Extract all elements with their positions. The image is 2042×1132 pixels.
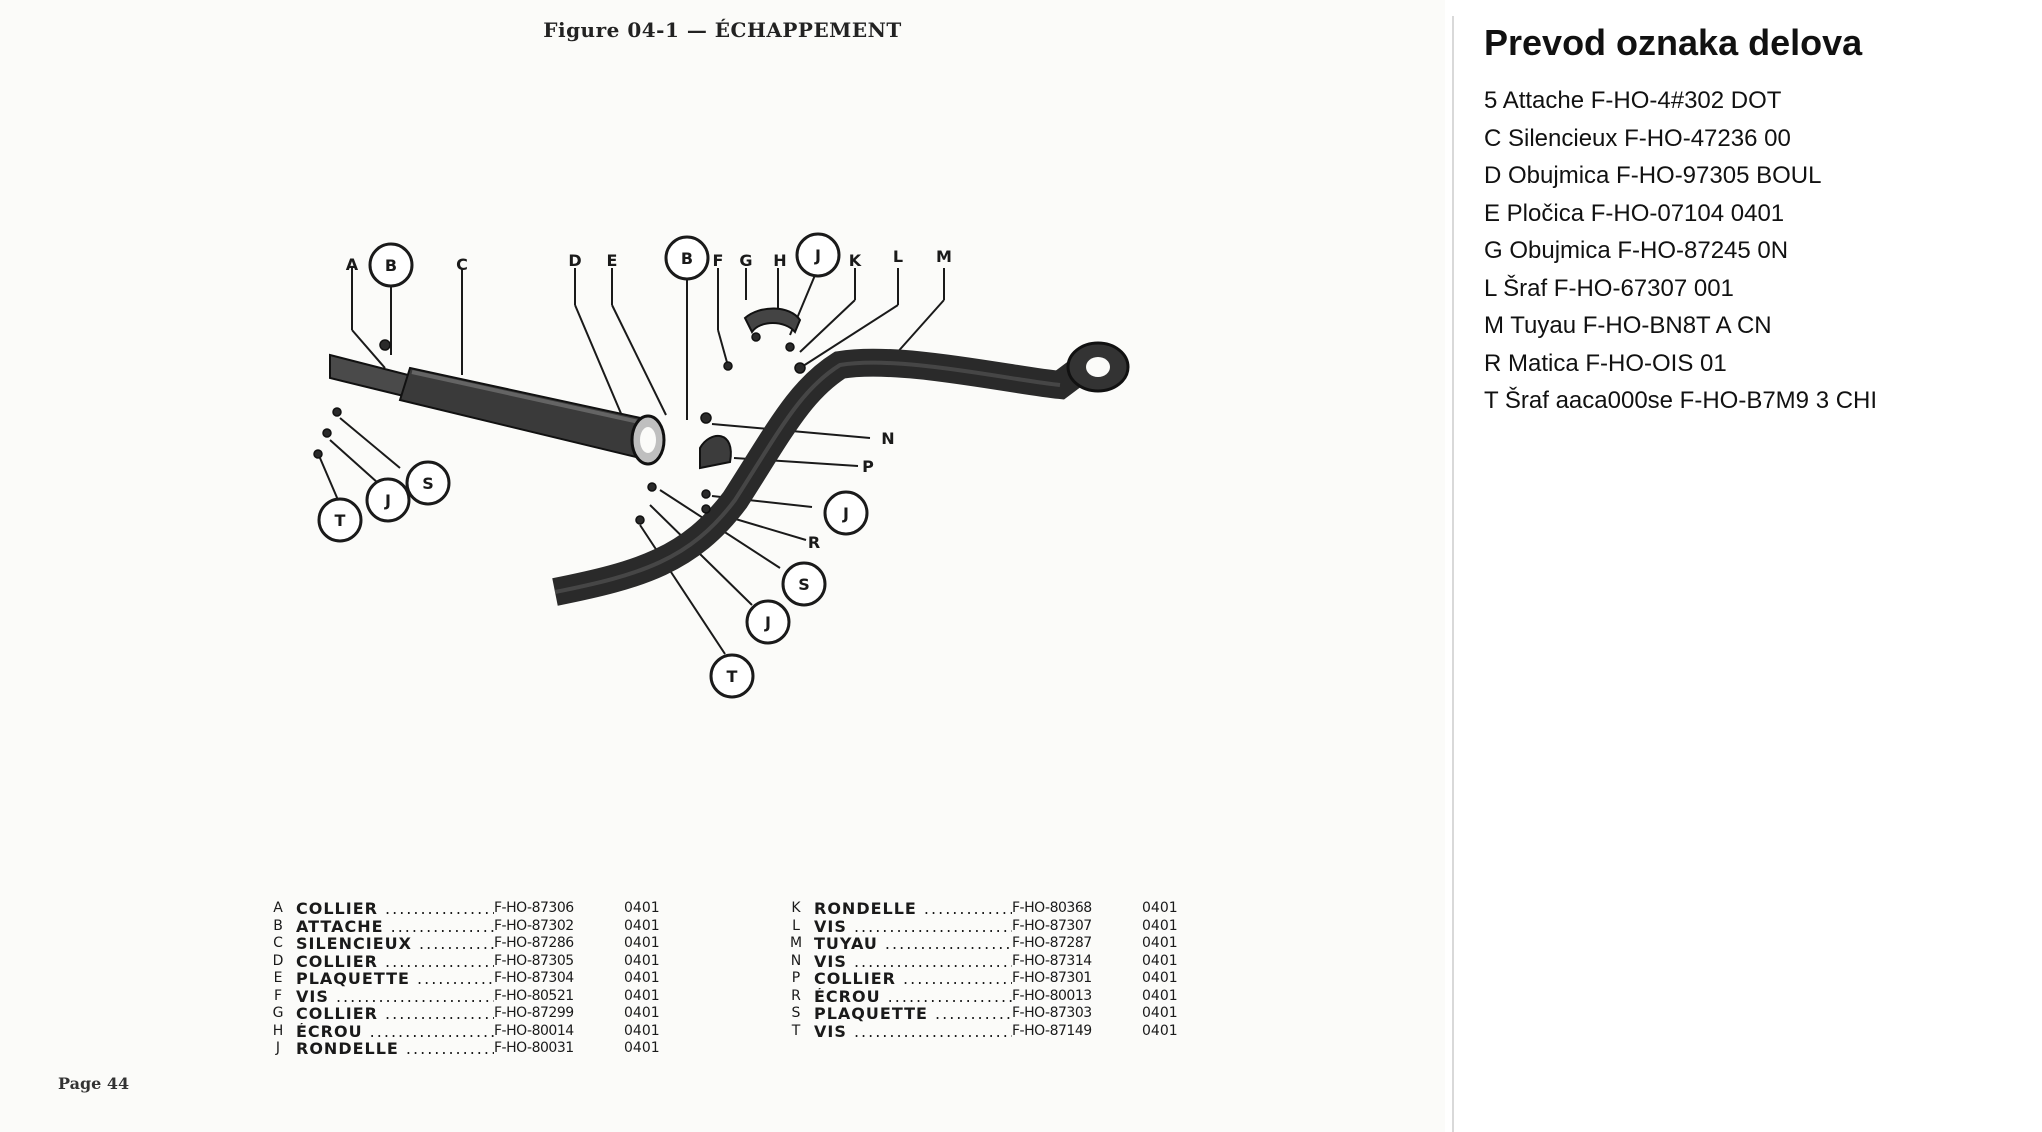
callout-s-right: S	[781, 561, 827, 607]
page-number: Page 44	[58, 1074, 130, 1093]
callout-s-left: S	[405, 460, 451, 506]
figure-title: Figure 04-1 — ÉCHAPPEMENT	[543, 18, 902, 42]
callout-b-left: B	[368, 242, 414, 288]
callout-t-left: T	[317, 497, 363, 543]
label-e: E	[607, 251, 618, 270]
label-n: N	[881, 429, 894, 448]
svg-text:B: B	[385, 256, 397, 275]
list-item: 5 Attache F-HO-4#302 DOT	[1484, 87, 1782, 114]
label-l: L	[893, 247, 903, 266]
scanned-catalog-page: Figure 04-1 — ÉCHAPPEMENT	[0, 0, 1445, 1132]
list-item: E Pločica F-HO-07104 0401	[1484, 199, 1785, 227]
label-d: D	[568, 251, 581, 270]
svg-text:S: S	[798, 575, 810, 594]
svg-text:J: J	[764, 613, 771, 632]
label-k: K	[849, 251, 862, 270]
list-item: G Obujmica F-HO-87245 0N	[1484, 237, 1789, 264]
translation-title: Prevod oznaka delova	[1484, 22, 1863, 63]
svg-text:S: S	[422, 474, 434, 493]
list-item: D Obujmica F-HO-97305 BOUL	[1484, 162, 1822, 189]
callout-j-top: J	[795, 232, 841, 278]
list-item: R Matica F-HO-OIS 01	[1484, 349, 1727, 377]
svg-text:B: B	[681, 249, 693, 268]
svg-text:J: J	[384, 491, 391, 510]
exhaust-flange	[1066, 341, 1130, 393]
callout-j-right: J	[823, 490, 869, 536]
label-m: M	[936, 247, 952, 266]
list-item: M Tuyau F-HO-BN8T A CN	[1484, 312, 1772, 339]
svg-text:J: J	[842, 504, 849, 523]
translation-panel: Prevod oznaka delova 5 Attache F-HO-4#30…	[1484, 22, 2024, 420]
label-p: P	[862, 457, 874, 476]
translation-list: 5 Attache F-HO-4#302 DOT C Silencieux F-…	[1484, 82, 2024, 420]
muffler	[329, 353, 666, 466]
svg-text:T: T	[335, 511, 346, 530]
small-fasteners	[313, 332, 806, 525]
svg-text:J: J	[814, 246, 821, 265]
callout-b-right: B	[664, 235, 710, 281]
label-g: G	[739, 251, 752, 270]
label-r: R	[808, 533, 820, 552]
callout-j-bottom: J	[745, 599, 791, 645]
label-c: C	[456, 255, 468, 274]
label-a: A	[346, 255, 359, 274]
list-item: L Šraf F-HO-67307 001	[1484, 274, 1734, 302]
label-h: H	[773, 251, 786, 270]
leader-lines	[319, 267, 945, 655]
exhaust-diagram: B B J S J T J S J T A C D E F G H K L M …	[313, 232, 1130, 699]
panel-divider	[1452, 16, 1454, 1132]
svg-text:T: T	[727, 667, 738, 686]
list-item: C Silencieux F-HO-47236 00	[1484, 124, 1791, 152]
exhaust-pipe	[552, 348, 1089, 606]
label-f: F	[713, 251, 724, 270]
callout-j-left: J	[365, 477, 411, 523]
clamp-p	[699, 434, 732, 470]
list-item: T Šraf aaca000se F-HO-B7M9 3 CHI	[1484, 387, 1878, 414]
callout-t-bottom: T	[709, 653, 755, 699]
